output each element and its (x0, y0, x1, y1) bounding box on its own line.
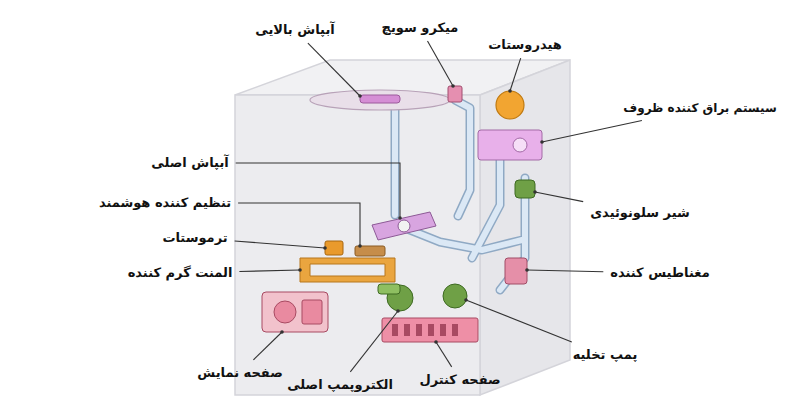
part-label: صفحه کنترل (416, 371, 503, 389)
display-knob (274, 301, 296, 323)
main-arm-hub (398, 220, 410, 232)
leader-dot (358, 94, 362, 98)
rinse-aid-cap (513, 138, 527, 152)
display-panel (262, 292, 328, 332)
leader-dot (323, 246, 327, 250)
pump-body (378, 284, 400, 294)
leader-dot (508, 89, 512, 93)
leader-line (542, 121, 642, 143)
part-label: صفحه نمایش (194, 364, 285, 382)
part-label: هیدروستات (485, 36, 564, 54)
control-components (392, 324, 458, 336)
leader-dot (358, 244, 362, 248)
leader-line (239, 270, 300, 272)
micro-switch (448, 86, 462, 102)
part-label: مغناطیس کننده (607, 264, 712, 282)
leader-dot (533, 190, 537, 194)
leader-line (436, 342, 452, 367)
magnetizer (505, 258, 527, 284)
upper-spray-arm (310, 90, 450, 110)
heating-element (300, 258, 395, 282)
leader-line (535, 192, 583, 202)
leader-line (466, 300, 572, 342)
part-label: میکرو سویچ (379, 19, 462, 37)
control-board (382, 318, 478, 342)
leader-line (253, 332, 282, 360)
part-label: المنت گرم کننده (125, 264, 236, 282)
leader-line (308, 43, 360, 96)
leader-dot (540, 140, 544, 144)
leader-dot (525, 268, 529, 272)
leader-line (428, 41, 454, 86)
leader-dot (298, 268, 302, 272)
thermostat (325, 241, 343, 255)
leader-line (527, 270, 603, 272)
hydrostat (496, 91, 524, 119)
part-label: پمپ تخلیه (570, 346, 641, 364)
leader-line (236, 163, 400, 218)
leader-dot (396, 309, 400, 313)
upper-arm-hub (360, 95, 400, 103)
drain-pump (443, 284, 467, 308)
leader-line (350, 311, 398, 372)
leader-dot (464, 298, 468, 302)
solenoid-valve (515, 180, 535, 198)
display-screen (302, 300, 322, 324)
leader-line (510, 58, 521, 91)
leader-dot (280, 330, 284, 334)
part-label: آبپاش اصلی (148, 154, 231, 172)
part-label: شیر سلونوئیدی (587, 204, 693, 222)
part-label: الکتروپمپ اصلی (284, 376, 396, 394)
leader-dot (434, 340, 438, 344)
leader-line (235, 241, 325, 248)
part-label: تنظیم کننده هوشمند (96, 194, 234, 212)
part-label: ترموستات (159, 229, 230, 247)
leader-line (238, 203, 360, 246)
leader-dot (451, 84, 455, 88)
main-spray-arm (372, 212, 436, 240)
part-label: آبپاش بالایی (252, 21, 337, 39)
part-label: سیستم براق کننده ظروف (620, 100, 780, 117)
rinse-aid-dispenser (478, 130, 542, 160)
leader-dot (398, 216, 402, 220)
